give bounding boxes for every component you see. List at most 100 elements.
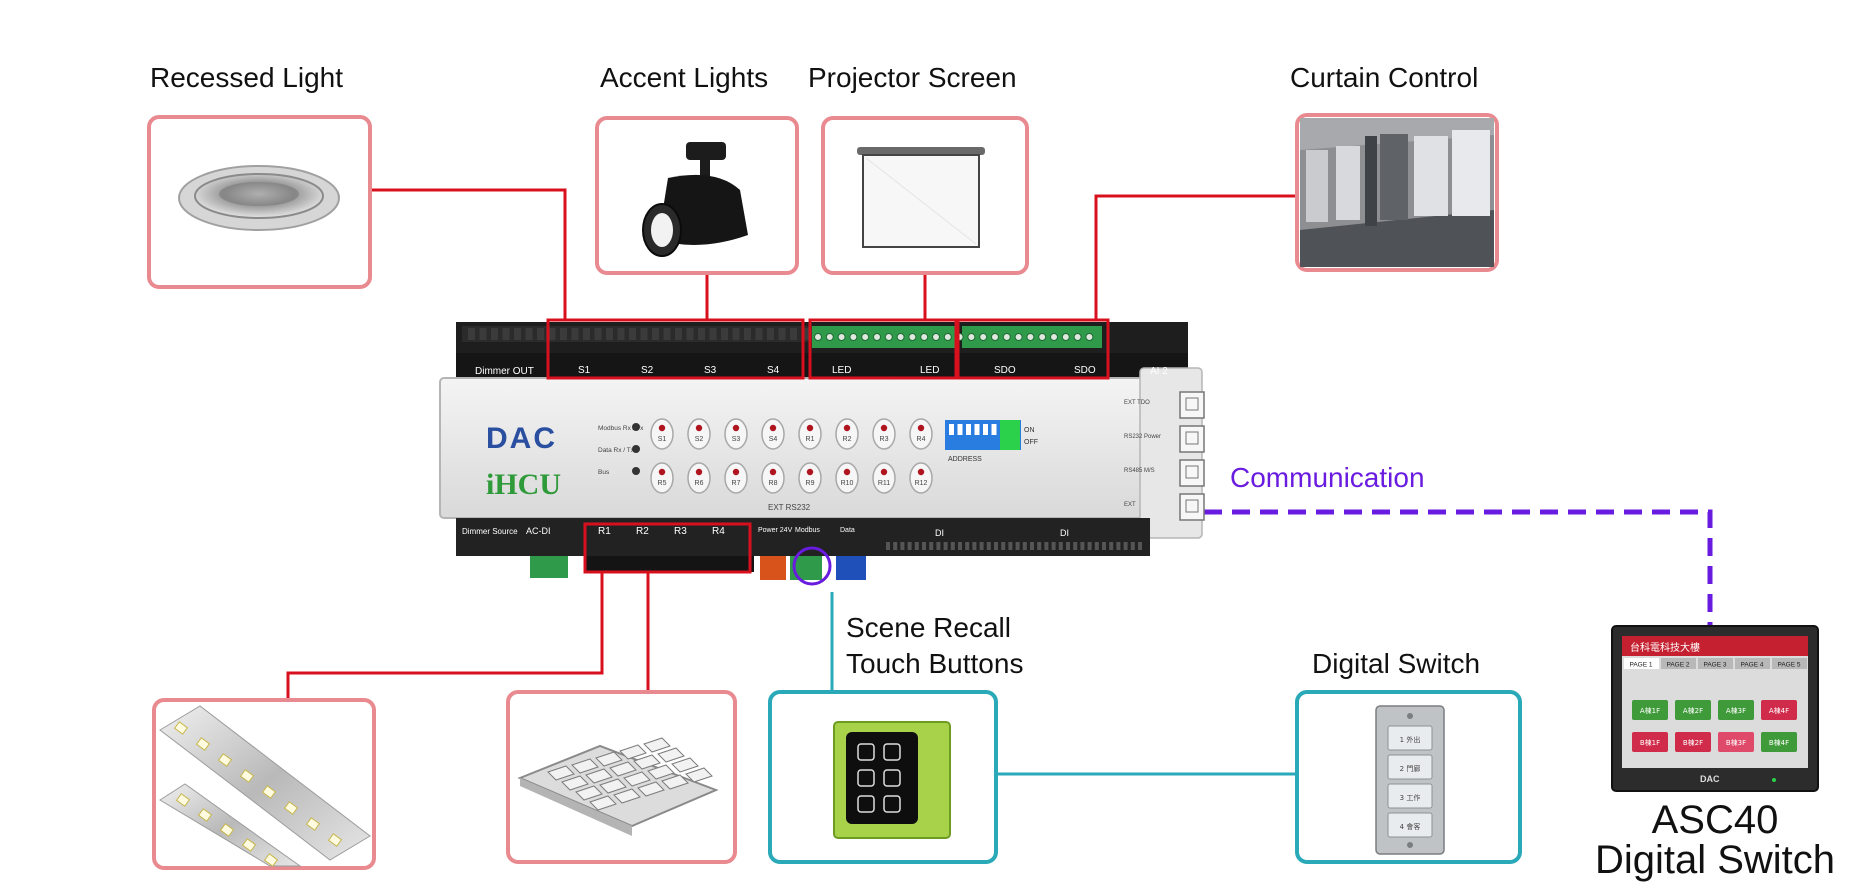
touch-key[interactable] — [857, 743, 875, 761]
di-terminal — [1030, 542, 1034, 550]
face-button[interactable] — [761, 462, 785, 494]
green-screw — [1050, 333, 1058, 341]
di-terminal — [1015, 542, 1020, 550]
face-button[interactable] — [798, 418, 822, 450]
dip-key[interactable] — [974, 424, 980, 435]
di-terminal — [1022, 542, 1027, 550]
asc40-floor-button[interactable] — [1718, 700, 1754, 720]
di-terminal — [900, 542, 905, 550]
led-chip — [173, 721, 189, 735]
screw-terminal — [617, 328, 625, 340]
grille-cell — [595, 751, 623, 767]
highlight-led-outputs — [808, 318, 958, 380]
di-terminal — [1051, 542, 1056, 550]
asc40-tab[interactable] — [1772, 658, 1807, 669]
rj-port[interactable] — [1179, 425, 1205, 453]
asc40-floor-button[interactable] — [1761, 732, 1797, 752]
green-screw — [814, 333, 822, 341]
wall-switch-key[interactable] — [1387, 725, 1433, 751]
face-button[interactable] — [650, 418, 674, 450]
face-button[interactable] — [650, 462, 674, 494]
di-terminal — [1138, 542, 1142, 550]
face-button[interactable] — [909, 418, 933, 450]
asc40-tab[interactable] — [1661, 658, 1696, 669]
rj-port[interactable] — [1179, 459, 1205, 487]
dip-key[interactable] — [949, 424, 954, 435]
wall-switch-key[interactable] — [1387, 812, 1433, 838]
face-button[interactable] — [835, 418, 859, 450]
asc40-floor-button[interactable] — [1632, 732, 1668, 752]
face-button[interactable] — [687, 418, 711, 450]
green-screw — [1002, 333, 1011, 341]
face-button[interactable] — [798, 462, 822, 494]
face-button[interactable] — [761, 418, 785, 450]
grille-cell — [623, 771, 651, 787]
fluorescent-troffer-icon — [517, 737, 719, 836]
terminal-group-label: S4 — [767, 365, 780, 376]
touch-key[interactable] — [883, 795, 901, 813]
asc40-tab[interactable] — [1698, 658, 1733, 669]
di-terminal — [1080, 542, 1085, 550]
face-button-label: S4 — [769, 436, 778, 443]
screw-terminal — [479, 328, 487, 340]
dip-key[interactable] — [966, 424, 971, 435]
asc40-floor-button[interactable] — [1632, 700, 1668, 720]
touch-key[interactable] — [857, 769, 875, 787]
rj-port[interactable] — [1179, 391, 1205, 419]
di-terminal — [1044, 542, 1049, 550]
touch-key[interactable] — [883, 769, 901, 787]
dip-key[interactable] — [957, 424, 963, 435]
button-indicator — [769, 424, 777, 432]
face-button-label: S2 — [695, 436, 704, 443]
grille-cell — [585, 768, 613, 784]
rj-port[interactable] — [1179, 493, 1205, 521]
scene-recall-label-line2: Touch Buttons — [846, 648, 1024, 679]
grille-cell — [609, 761, 637, 777]
di-terminal — [1008, 542, 1013, 550]
curtain-room-image — [1300, 118, 1494, 267]
di-terminal — [936, 542, 941, 550]
face-button[interactable] — [872, 462, 896, 494]
button-indicator — [917, 468, 925, 476]
face-button[interactable] — [724, 462, 748, 494]
face-button-label: R3 — [880, 436, 889, 443]
face-button[interactable] — [872, 418, 896, 450]
touch-key[interactable] — [883, 743, 901, 761]
screw-terminal — [778, 328, 786, 340]
asc40-floor-button[interactable] — [1675, 732, 1711, 752]
screw-terminal — [537, 328, 544, 340]
port-label: RS232 Power — [1124, 434, 1161, 440]
green-screw — [825, 333, 834, 341]
asc40-floor-button[interactable] — [1761, 700, 1797, 720]
green-screw — [1038, 333, 1047, 341]
projector-screen-label: Projector Screen — [808, 62, 1017, 93]
terminal-group-label: S1 — [578, 365, 591, 376]
face-button[interactable] — [724, 418, 748, 450]
screw-terminal — [468, 328, 475, 340]
dip-key[interactable] — [983, 424, 988, 435]
touch-key[interactable] — [857, 795, 875, 813]
dac-logo: DAC — [486, 422, 557, 455]
asc40-tab[interactable] — [1624, 658, 1659, 669]
asc40-floor-button-label: A棟3F — [1726, 706, 1746, 715]
face-button[interactable] — [909, 462, 933, 494]
asc40-floor-button[interactable] — [1718, 732, 1754, 752]
line-curtain-control — [1094, 194, 1296, 320]
grille-cell — [671, 757, 699, 773]
dip-key[interactable] — [991, 424, 997, 435]
green-screw — [873, 333, 881, 341]
face-button[interactable] — [687, 462, 711, 494]
asc40-tab[interactable] — [1735, 658, 1770, 669]
spotlight-icon — [642, 142, 748, 257]
bottom-screw-terminals — [886, 542, 1142, 550]
wall-switch-key[interactable] — [1387, 754, 1433, 780]
dip-switch: ON OFF ADDRESS — [945, 420, 1038, 463]
asc40-floor-button[interactable] — [1675, 700, 1711, 720]
wall-switch-key[interactable] — [1387, 783, 1433, 809]
face-button[interactable] — [835, 462, 859, 494]
led-group-label: LED — [832, 365, 851, 376]
screw-terminal — [583, 328, 590, 340]
